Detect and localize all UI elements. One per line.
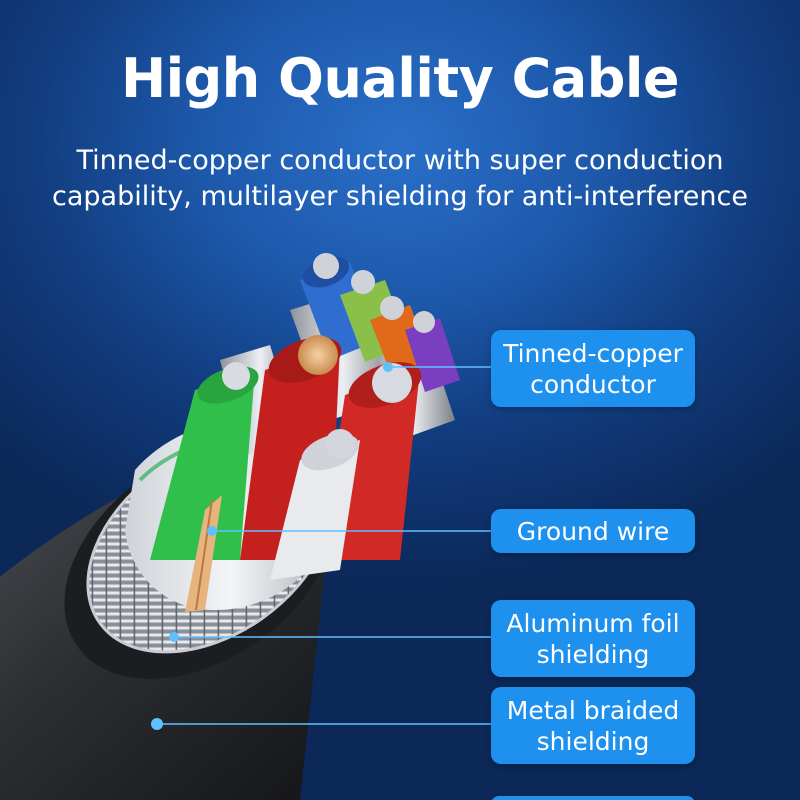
leader-lines xyxy=(157,366,491,725)
callout-label: Aluminum foil xyxy=(506,608,680,638)
callout-label: conductor xyxy=(530,369,656,399)
wire-white xyxy=(270,429,360,580)
callout-metal-braided-shielding: Metal braided shielding xyxy=(491,687,695,764)
ground-wire xyxy=(185,495,222,612)
callout-label: Tinned-copper xyxy=(503,338,683,368)
leader-dots xyxy=(151,362,393,730)
callout-label: Ground wire xyxy=(516,516,670,546)
subtitle-line-2: capability, multilayer shielding for ant… xyxy=(52,181,748,212)
wire-green xyxy=(150,362,259,560)
page-title: High Quality Cable xyxy=(120,47,680,110)
wire-purple xyxy=(405,311,460,392)
callout-aluminum-foil-shielding: Aluminum foil shielding xyxy=(491,600,695,677)
callout-tinned-copper-conductor: Tinned-copper conductor xyxy=(491,330,695,407)
callout-partial xyxy=(491,796,695,800)
subtitle-line-1: Tinned-copper conductor with super condu… xyxy=(76,145,724,176)
callout-ground-wire: Ground wire xyxy=(491,509,695,553)
callout-label: shielding xyxy=(536,639,650,669)
callout-label: shielding xyxy=(536,726,650,756)
callout-label: Metal braided xyxy=(506,695,680,725)
